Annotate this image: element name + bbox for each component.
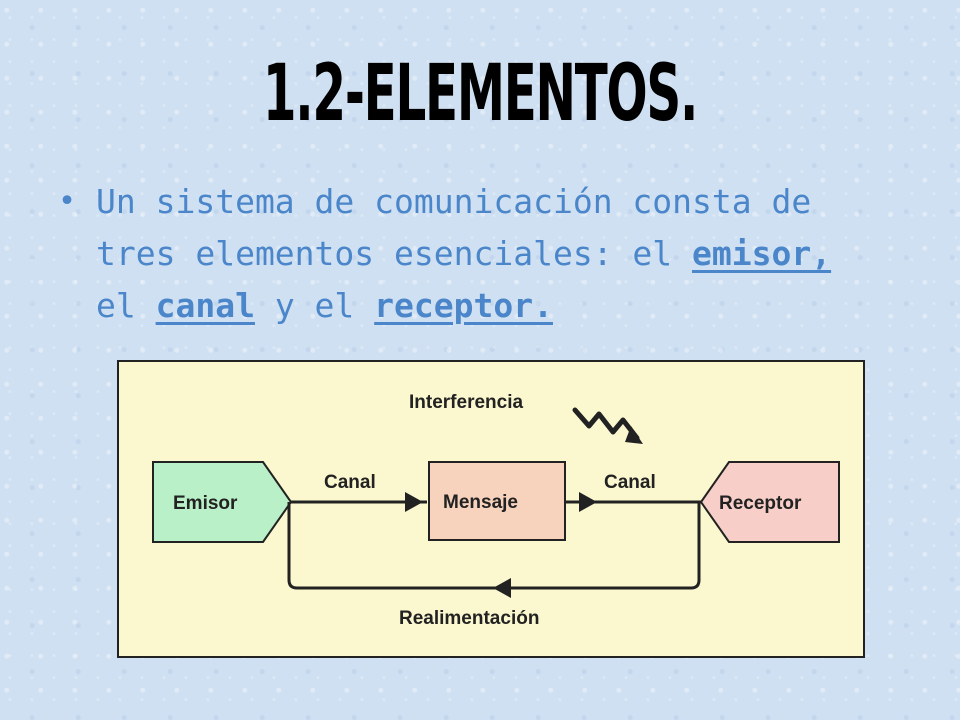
interference-label: Interferencia: [409, 392, 523, 413]
bullet-text: Un sistema de comunicación consta de tre…: [96, 176, 888, 332]
receptor-shape: [699, 461, 840, 543]
canal-right-arrowhead: [579, 492, 597, 512]
link-receptor[interactable]: receptor.: [374, 286, 553, 325]
emisor-label: Emisor: [173, 493, 238, 514]
canal-left-arrowhead: [405, 492, 423, 512]
slide-title: 1.2-ELEMENTOS.: [262, 49, 698, 139]
diagram-canvas: Interferencia Emisor Mensaje Receptor Ca…: [152, 392, 840, 629]
emisor-shape: [152, 461, 293, 543]
mensaje-label: Mensaje: [443, 492, 518, 513]
bullet-marker: •: [58, 184, 77, 219]
bullet-text-part-3: y el: [254, 286, 375, 325]
canal-left-label: Canal: [324, 472, 376, 493]
receptor-label: Receptor: [719, 493, 802, 514]
communication-diagram: Interferencia Emisor Mensaje Receptor Ca…: [117, 360, 865, 658]
link-canal[interactable]: canal: [155, 286, 255, 325]
lightning-icon: [572, 407, 643, 444]
bullet-paragraph: • Un sistema de comunicación consta de t…: [58, 176, 888, 332]
link-emisor[interactable]: emisor,: [692, 234, 832, 273]
feedback-arrowhead: [493, 578, 511, 598]
feedback-label: Realimentación: [399, 608, 539, 629]
canal-right-label: Canal: [604, 472, 656, 493]
bullet-text-part-2: el: [96, 286, 156, 325]
bullet-text-part-1: Un sistema de comunicación consta de tre…: [96, 182, 812, 273]
